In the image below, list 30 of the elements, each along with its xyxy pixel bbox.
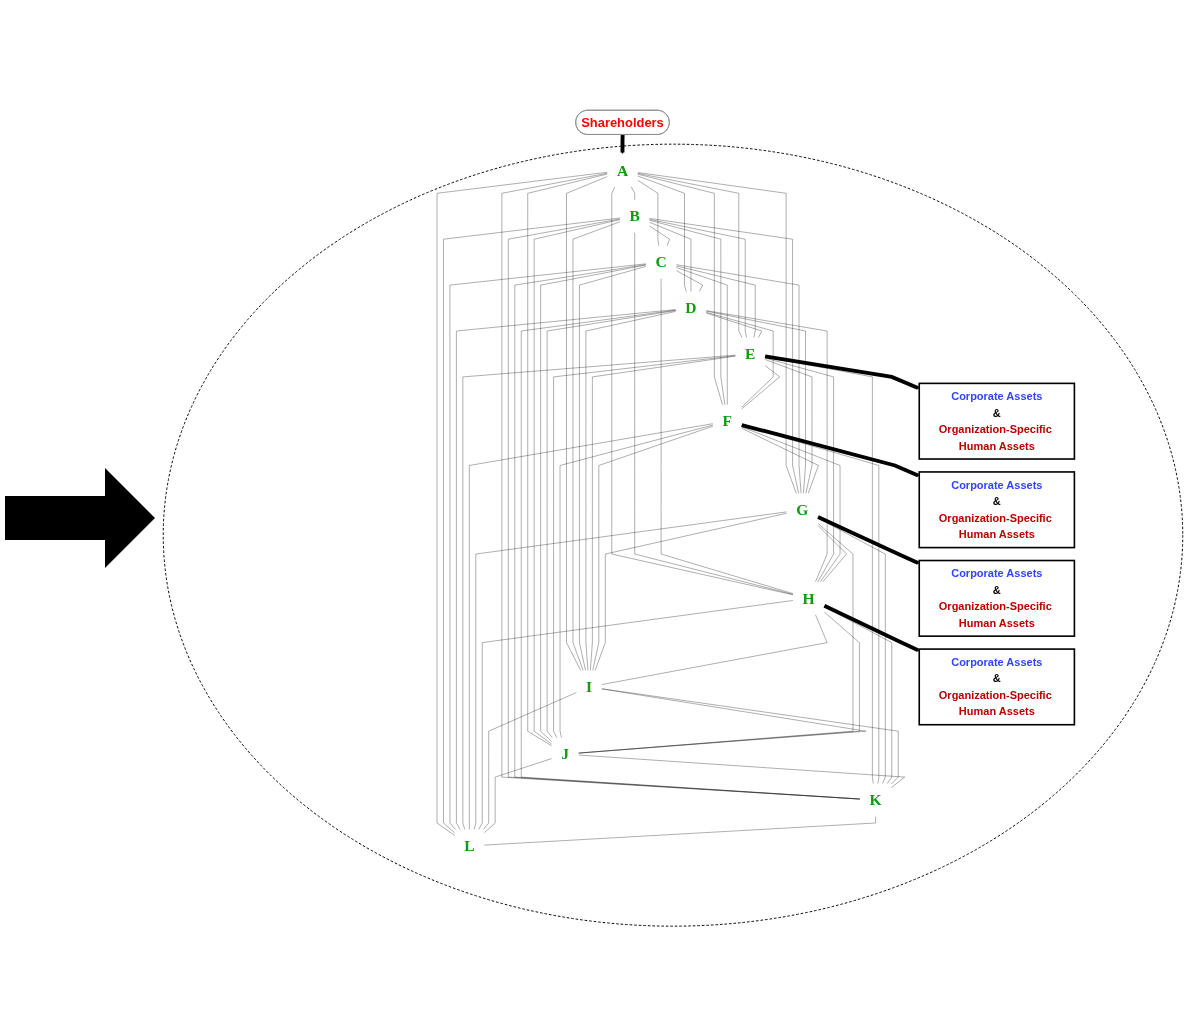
connector xyxy=(578,688,867,754)
connector xyxy=(637,172,797,494)
connector xyxy=(649,218,799,494)
connector xyxy=(741,427,819,494)
node-text: F xyxy=(722,412,733,430)
node-text: J xyxy=(561,745,570,763)
connector xyxy=(741,425,879,784)
connector xyxy=(706,311,774,408)
node-text: K xyxy=(869,791,882,809)
arrow xyxy=(823,603,920,652)
connector xyxy=(764,357,834,582)
connector xyxy=(764,356,874,784)
node-text: L xyxy=(464,837,475,855)
dashed-ellipse xyxy=(162,143,1184,927)
node-text: C xyxy=(655,253,667,271)
node-text: B xyxy=(629,207,640,225)
node-text: H xyxy=(802,589,815,607)
arrow xyxy=(764,354,920,390)
connector xyxy=(706,310,828,582)
node-text: I xyxy=(586,677,593,696)
arrow xyxy=(817,515,920,565)
connector xyxy=(741,426,841,582)
connector xyxy=(764,359,813,494)
node-text: G xyxy=(796,500,809,518)
connector xyxy=(706,310,806,494)
connector xyxy=(676,264,802,494)
arrow xyxy=(741,422,920,478)
node-text: D xyxy=(685,299,697,317)
node-text: A xyxy=(616,161,629,179)
node-text: E xyxy=(745,345,756,363)
